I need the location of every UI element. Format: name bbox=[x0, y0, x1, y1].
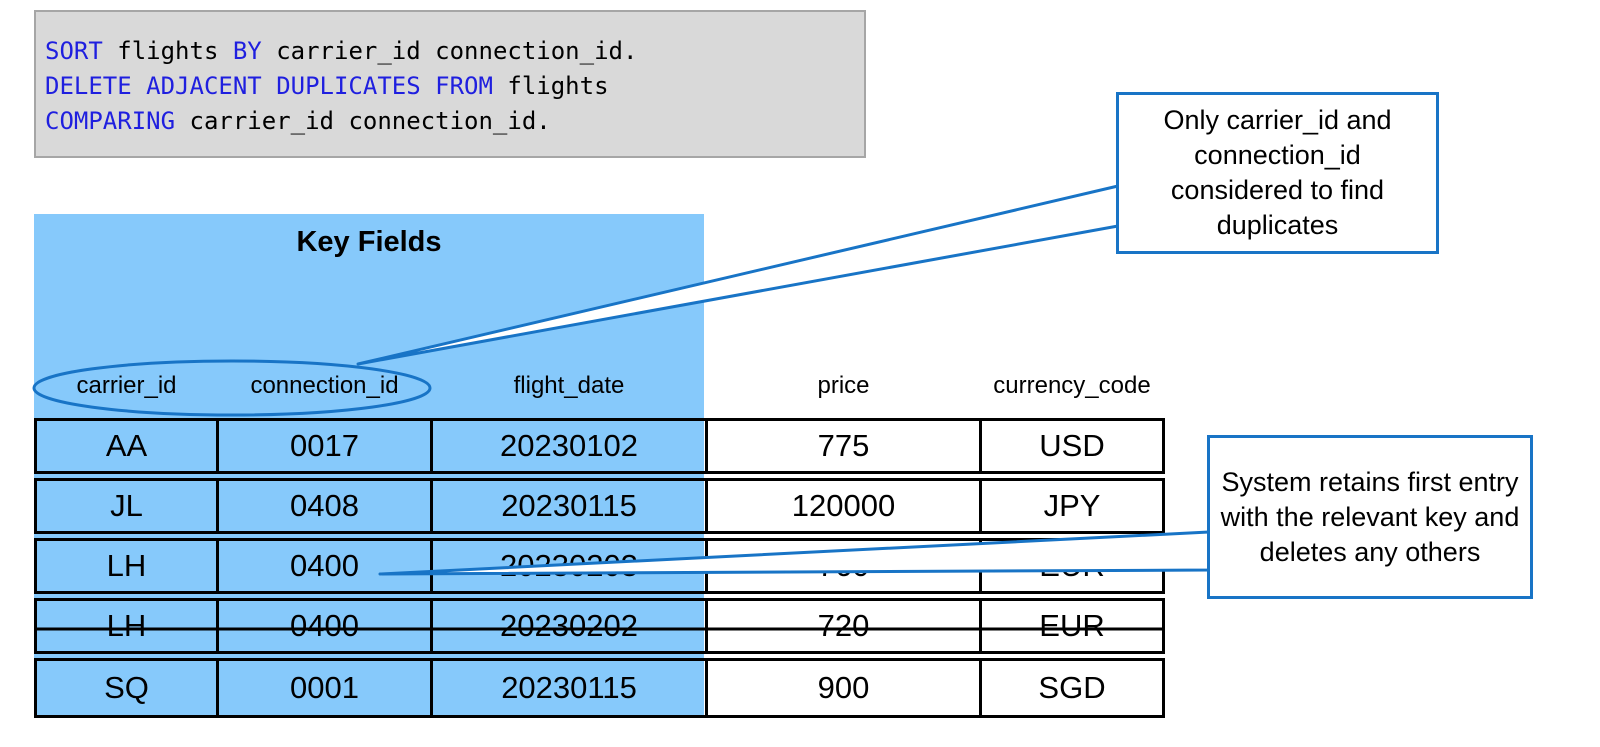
keyword-comparing: COMPARING bbox=[45, 107, 176, 135]
keyword-delete-adjacent-duplicates: DELETE ADJACENT DUPLICATES bbox=[45, 72, 421, 100]
cell-carrier-id: LH bbox=[34, 598, 219, 654]
cell-currency-code: EUR bbox=[979, 598, 1165, 654]
header-carrier-id: carrier_id bbox=[76, 372, 177, 399]
cell-flight-date: 20230115 bbox=[430, 478, 708, 534]
callout-retain-note: System retains first entry with the rele… bbox=[1207, 435, 1533, 599]
cell-flight-date: 20230115 bbox=[430, 658, 708, 718]
cell-connection-id: 0408 bbox=[216, 478, 433, 534]
code-block: SORT flights BY carrier_id connection_id… bbox=[34, 10, 866, 158]
cell-price: 120000 bbox=[705, 478, 982, 534]
cell-price: 775 bbox=[705, 418, 982, 474]
cell-carrier-id: LH bbox=[34, 538, 219, 594]
cell-connection-id: 0400 bbox=[216, 538, 433, 594]
key-fields-title: Key Fields bbox=[296, 226, 442, 258]
header-currency-code: currency_code bbox=[993, 372, 1151, 399]
code-text: carrier_id connection_id. bbox=[261, 37, 638, 65]
cell-connection-id: 0001 bbox=[216, 658, 433, 718]
table-row: SQ 0001 20230115 900 SGD bbox=[34, 658, 1165, 718]
callout-retain-note-text: System retains first entry with the rele… bbox=[1220, 466, 1520, 567]
cell-currency-code: JPY bbox=[979, 478, 1165, 534]
cell-connection-id: 0400 bbox=[216, 598, 433, 654]
table-row: JL 0408 20230115 120000 JPY bbox=[34, 478, 1165, 534]
cell-flight-date: 20230203 bbox=[430, 538, 708, 594]
cell-flight-date: 20230102 bbox=[430, 418, 708, 474]
header-flight-date: flight_date bbox=[513, 372, 625, 399]
keyword-sort: SORT bbox=[45, 37, 103, 65]
cell-carrier-id: SQ bbox=[34, 658, 219, 718]
cell-currency-code: SGD bbox=[979, 658, 1165, 718]
cell-carrier-id: JL bbox=[34, 478, 219, 534]
header-connection-id: connection_id bbox=[250, 372, 399, 399]
callout-key-note: Only carrier_id and connection_id consid… bbox=[1116, 92, 1439, 254]
table-row: LH 0400 20230203 760 EUR bbox=[34, 538, 1165, 594]
cell-connection-id: 0017 bbox=[216, 418, 433, 474]
header-price: price bbox=[817, 372, 870, 399]
cell-price: 720 bbox=[705, 598, 982, 654]
callout-key-note-text: Only carrier_id and connection_id consid… bbox=[1163, 105, 1392, 240]
keyword-from: FROM bbox=[435, 72, 493, 100]
cell-currency-code: EUR bbox=[979, 538, 1165, 594]
cell-carrier-id: AA bbox=[34, 418, 219, 474]
code-text: carrier_id connection_id. bbox=[175, 107, 551, 135]
cell-price: 900 bbox=[705, 658, 982, 718]
cell-price: 760 bbox=[705, 538, 982, 594]
table-row: AA 0017 20230102 775 USD bbox=[34, 418, 1165, 474]
cell-flight-date: 20230202 bbox=[430, 598, 708, 654]
code-text: flights bbox=[492, 72, 609, 100]
code-text: flights bbox=[102, 37, 233, 65]
keyword-by: BY bbox=[232, 37, 262, 65]
table-row-deleted: LH 0400 20230202 720 EUR bbox=[34, 598, 1165, 654]
cell-currency-code: USD bbox=[979, 418, 1165, 474]
code-text bbox=[421, 72, 435, 100]
